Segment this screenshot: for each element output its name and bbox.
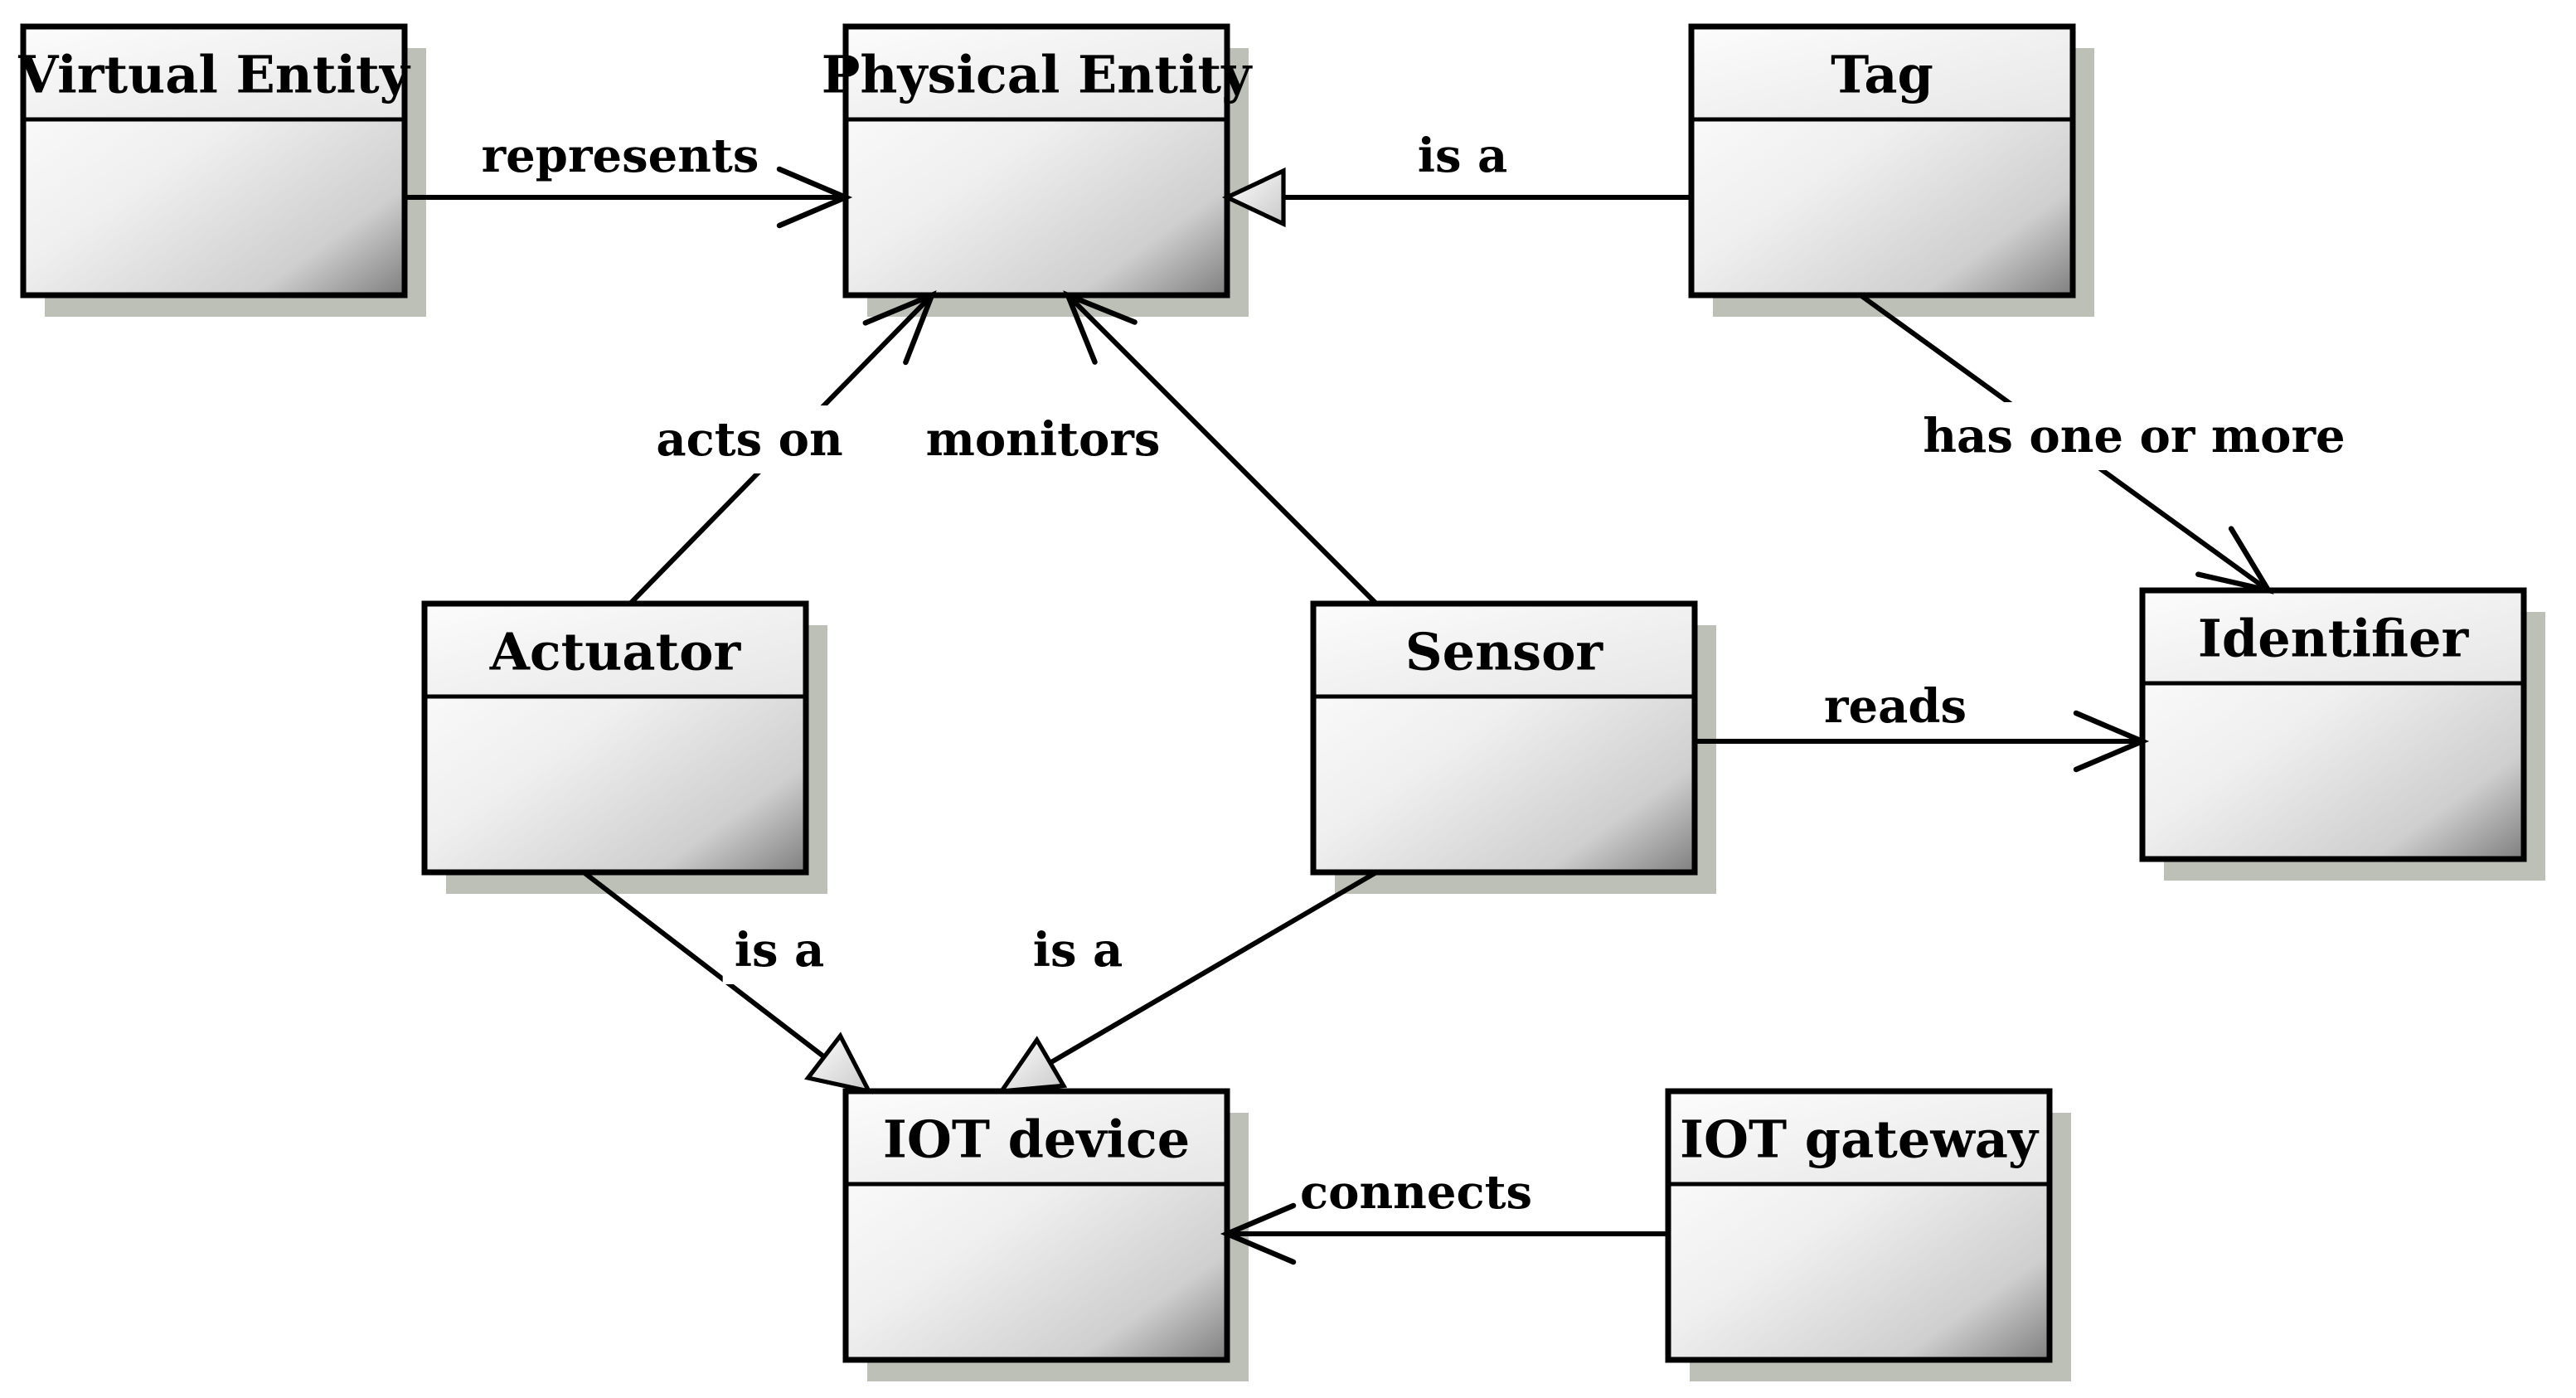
edge-label-background <box>914 405 1172 473</box>
box-border <box>842 1088 1230 1363</box>
edge-represents: represents <box>405 129 853 229</box>
edge-label: reads <box>1824 679 1967 734</box>
edge-reads: reads <box>1695 679 2150 773</box>
open-arrowhead <box>776 166 853 229</box>
box-header <box>1691 27 2073 119</box>
open-arrowhead <box>2195 526 2274 595</box>
edge-label: is a <box>1033 923 1123 978</box>
box-header <box>1313 604 1695 697</box>
open-arrowhead <box>862 290 937 366</box>
edge-is-a-actuator: is a <box>582 870 873 1095</box>
edge-label: connects <box>1300 1165 1532 1220</box>
box-border <box>1688 23 2076 299</box>
class-title: Physical Entity <box>822 45 1253 105</box>
class-box-virtual-entity: Virtual Entity <box>17 23 426 317</box>
triangle-arrowhead <box>804 1032 873 1095</box>
edge-line <box>1049 870 1378 1065</box>
class-title: Sensor <box>1405 622 1604 682</box>
box-header <box>2142 590 2524 683</box>
edge-label-background <box>722 916 837 984</box>
class-box-iot-device: IOT device <box>842 1088 1249 1381</box>
edge-label-background <box>644 405 855 473</box>
edge-label-background <box>1911 402 2357 470</box>
class-title: Tag <box>1831 45 1933 105</box>
class-title: IOT device <box>883 1109 1190 1170</box>
edges-layer: represents is a acts on monitors has one or … <box>405 129 2357 1265</box>
triangle-arrowhead <box>1221 167 1286 228</box>
edge-line <box>1065 293 1379 606</box>
box-border <box>842 23 1230 299</box>
edge-label: acts on <box>656 412 842 467</box>
box-border <box>1310 600 1698 876</box>
edge-label: has one or more <box>1923 409 2345 464</box>
box-header <box>23 27 405 119</box>
class-box-identifier: Identifier <box>2139 587 2545 881</box>
edge-label: is a <box>1418 129 1508 183</box>
edge-has-one-or-more: has one or more <box>1859 293 2357 595</box>
open-arrowhead <box>1063 290 1138 365</box>
triangle-arrowhead <box>997 1036 1068 1095</box>
open-arrowhead <box>1220 1202 1297 1265</box>
box-border <box>2139 587 2527 862</box>
class-box-iot-gateway: IOT gateway <box>1665 1088 2071 1381</box>
edge-label: monitors <box>926 412 1161 467</box>
box-border <box>421 600 809 876</box>
box-border <box>1665 1088 2053 1363</box>
class-title: IOT gateway <box>1680 1109 2040 1170</box>
box-header <box>1668 1091 2050 1184</box>
nodes-layer: Virtual Entity Physical Entity TagActuator… <box>17 23 2545 1381</box>
class-title: Virtual Entity <box>17 45 410 105</box>
class-box-actuator: Actuator <box>421 600 827 894</box>
open-arrowhead <box>2073 710 2150 773</box>
edge-acts-on: acts on <box>628 290 937 606</box>
box-header <box>846 27 1227 119</box>
edge-line <box>582 870 826 1059</box>
edge-is-a-sensor: is a <box>997 870 1378 1095</box>
class-box-tag: Tag <box>1688 23 2094 317</box>
class-box-physical-entity: Physical Entity <box>822 23 1253 317</box>
class-title: Actuator <box>489 622 742 682</box>
edge-monitors: monitors <box>914 290 1379 606</box>
edge-label: represents <box>482 129 759 183</box>
class-title: Identifier <box>2198 609 2470 669</box>
class-box-sensor: Sensor <box>1310 600 1716 894</box>
box-header <box>846 1091 1227 1184</box>
box-border <box>20 23 408 299</box>
edge-label-background <box>1021 916 1135 984</box>
edge-label: is a <box>735 923 825 978</box>
edge-connects: connects <box>1220 1165 1668 1265</box>
box-header <box>424 604 806 697</box>
edge-is-a-tag: is a <box>1221 129 1691 228</box>
